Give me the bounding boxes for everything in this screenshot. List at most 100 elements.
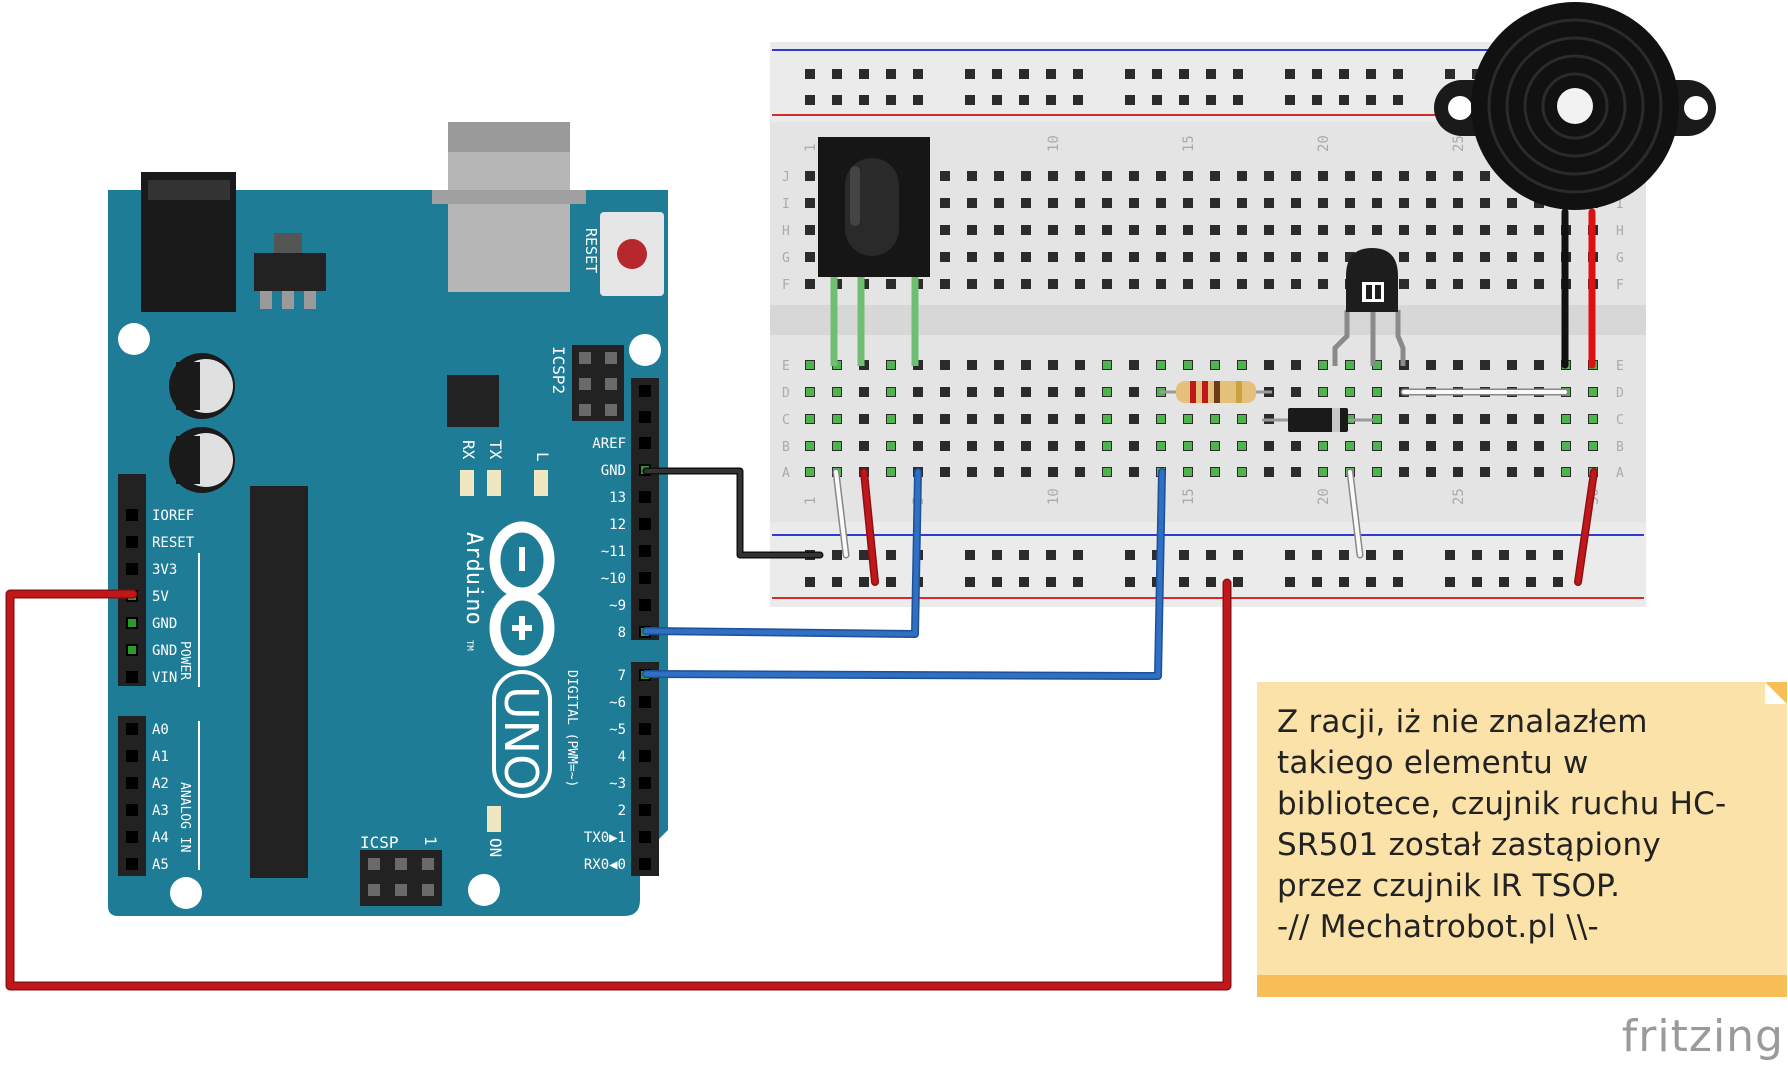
breadboard-hole — [1372, 225, 1382, 235]
breadboard-hole — [1021, 387, 1031, 397]
breadboard-hole — [805, 279, 815, 289]
breadboard-hole — [1345, 252, 1355, 262]
header-pin — [126, 723, 138, 735]
breadboard-hole — [1156, 279, 1166, 289]
breadboard-hole — [1480, 252, 1490, 262]
breadboard-hole — [1183, 171, 1193, 181]
breadboard-hole — [859, 387, 869, 397]
breadboard-hole — [1237, 171, 1247, 181]
breadboard-hole — [1075, 414, 1085, 424]
breadboard-hole — [1021, 171, 1031, 181]
rail-hole — [1125, 550, 1135, 560]
breadboard-hole — [1480, 198, 1490, 208]
rail-hole — [1499, 577, 1509, 587]
header-pin — [126, 509, 138, 521]
npn-transistor — [1332, 248, 1406, 366]
connected-hole — [1373, 468, 1381, 476]
connected-hole — [1238, 415, 1246, 423]
ir-receiver — [818, 137, 930, 366]
breadboard-hole — [1048, 198, 1058, 208]
rail-hole — [992, 550, 1002, 560]
row-letter: H — [782, 224, 790, 239]
breadboard-hole — [1399, 252, 1409, 262]
pin-label: IOREF — [152, 508, 194, 524]
breadboard-hole — [1156, 198, 1166, 208]
breadboard-hole — [1129, 414, 1139, 424]
breadboard-hole — [1507, 441, 1517, 451]
column-number: 15 — [1181, 135, 1197, 152]
resistor — [1160, 381, 1272, 403]
rail-hole — [1393, 550, 1403, 560]
rail-hole — [805, 577, 815, 587]
rail-hole — [832, 69, 842, 79]
rail-hole — [1179, 550, 1189, 560]
breadboard-hole — [967, 414, 977, 424]
header-pin — [639, 411, 651, 423]
breadboard-hole — [1507, 279, 1517, 289]
breadboard-hole — [1021, 279, 1031, 289]
breadboard-hole — [1480, 441, 1490, 451]
header-pin — [639, 750, 651, 762]
atmega-chip — [250, 486, 308, 878]
rail-hole — [832, 95, 842, 105]
breadboard-hole — [1453, 279, 1463, 289]
pin-label: RX0◀0 — [584, 857, 626, 873]
rail-hole — [1073, 69, 1083, 79]
digital-header-bottom — [631, 662, 659, 876]
connected-hole — [1238, 361, 1246, 369]
pin-label: GND — [601, 463, 626, 479]
rail-hole — [1393, 95, 1403, 105]
rail-hole — [992, 577, 1002, 587]
breadboard-hole — [1021, 225, 1031, 235]
breadboard-hole — [967, 387, 977, 397]
connected-hole — [1346, 388, 1354, 396]
rail-hole — [913, 69, 923, 79]
header-pin — [639, 545, 651, 557]
breadboard-hole — [1129, 252, 1139, 262]
breadboard-hole — [967, 279, 977, 289]
pin-label: 7 — [618, 668, 626, 684]
connected-hole — [887, 468, 895, 476]
breadboard-hole — [1075, 360, 1085, 370]
column-number: 25 — [1451, 135, 1467, 152]
breadboard-hole — [805, 198, 815, 208]
breadboard-hole — [1399, 171, 1409, 181]
breadboard-hole — [1048, 252, 1058, 262]
breadboard-hole — [1129, 441, 1139, 451]
header-pin — [126, 750, 138, 762]
breadboard-hole — [1183, 225, 1193, 235]
header-pin — [639, 831, 651, 843]
breadboard-hole — [1129, 198, 1139, 208]
connected-hole — [1562, 468, 1570, 476]
breadboard-hole — [1048, 225, 1058, 235]
breadboard-labels: JJIIHHGGFFEEDDCCBBAA11551010151520202525… — [782, 135, 1624, 505]
rail-hole — [1206, 69, 1216, 79]
breadboard-hole — [913, 387, 923, 397]
header-pin — [639, 696, 651, 708]
voltage-regulator — [254, 253, 326, 291]
rail-hole — [1445, 550, 1455, 560]
breadboard-hole — [1021, 252, 1031, 262]
rail-hole — [1339, 69, 1349, 79]
breadboard-hole — [1480, 414, 1490, 424]
mount-hole — [629, 334, 661, 366]
rail-hole — [1339, 577, 1349, 587]
analog-label: ANALOG IN — [177, 782, 192, 852]
rail-hole — [1179, 577, 1189, 587]
breadboard-hole — [1426, 225, 1436, 235]
pin-label: A0 — [152, 722, 169, 738]
header-pin — [639, 777, 651, 789]
header-pin — [639, 572, 651, 584]
row-letter: E — [1616, 359, 1624, 374]
rail-hole — [859, 95, 869, 105]
breadboard-hole — [940, 467, 950, 477]
breadboard-hole — [1507, 467, 1517, 477]
rail-hole — [1073, 95, 1083, 105]
pin-label: AREF — [592, 436, 626, 452]
rail-hole — [805, 95, 815, 105]
breadboard-hole — [1264, 360, 1274, 370]
uno-badge — [492, 670, 552, 798]
breadboard-hole — [1210, 252, 1220, 262]
breadboard-hole — [1318, 198, 1328, 208]
